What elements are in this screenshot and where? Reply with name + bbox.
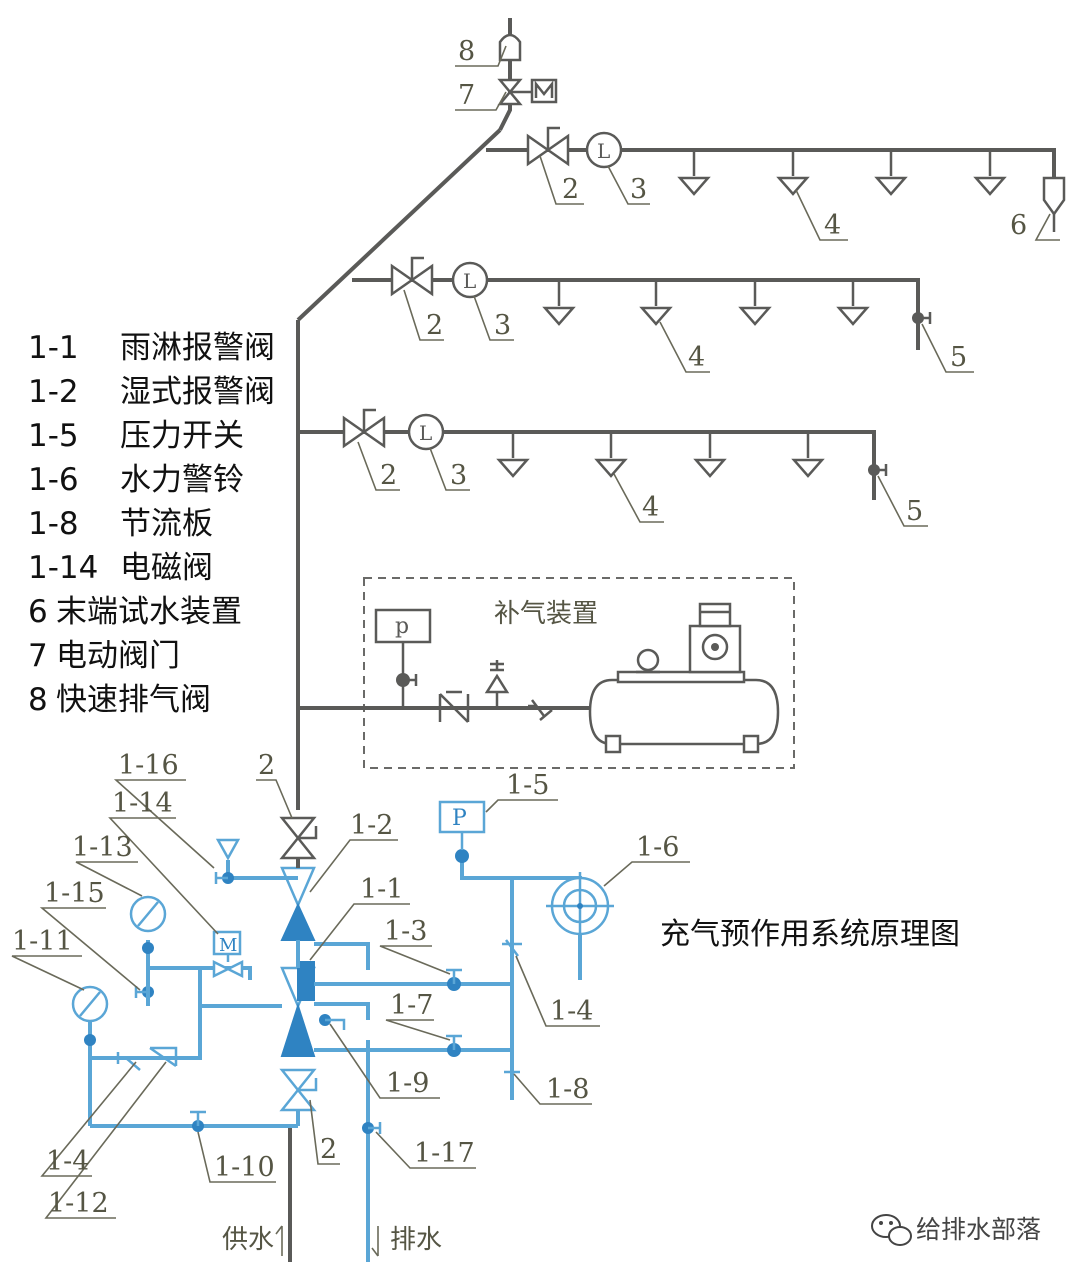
supply-drain-labels: 供水 排水 (222, 1225, 442, 1257)
flow-indicator-letter: L (597, 139, 610, 163)
callout-1-14: 1-14 (112, 788, 173, 819)
callout-3a: 3 (630, 174, 647, 205)
legend-name-9: 快速排气阀 (56, 682, 211, 718)
legend-code-6: 1-14 (28, 550, 98, 586)
legend-code-2: 1-2 (28, 374, 79, 410)
legend-code-9: 8 (28, 682, 48, 718)
legend-name-6: 电磁阀 (120, 550, 213, 586)
legend-code-3: 1-5 (28, 418, 79, 454)
pressure-gauge-letter: p (395, 614, 409, 639)
drain-label: 排水 (390, 1225, 442, 1255)
callout-1-13: 1-13 (72, 832, 133, 863)
legend-code-5: 1-8 (28, 506, 79, 542)
legend-code-8: 7 (28, 638, 48, 674)
callout-2a: 2 (562, 174, 579, 205)
callout-2c: 2 (380, 460, 397, 491)
sprinkler-heads-3 (496, 432, 825, 478)
callout-1-8: 1-8 (546, 1074, 589, 1105)
legend-name-7: 末端试水装置 (56, 594, 242, 630)
branch-pipe-3: L (298, 408, 888, 500)
callout-1-17: 1-17 (414, 1138, 475, 1169)
legend-name-4: 水力警铃 (120, 462, 244, 498)
callout-1-7: 1-7 (390, 990, 433, 1021)
callout-1-5: 1-5 (506, 770, 549, 801)
callout-4c: 4 (642, 492, 659, 523)
callout-2-bottom: 2 (320, 1134, 337, 1165)
callout-2b: 2 (426, 310, 443, 341)
legend-name-2: 湿式报警阀 (120, 374, 275, 410)
watermark-text: 给排水部落 (916, 1215, 1041, 1244)
callout-2-top: 2 (258, 750, 275, 781)
callout-leaders (11, 45, 1060, 1219)
branch-pipe-1: L (486, 126, 1056, 178)
motor-letter: M (219, 935, 237, 956)
callout-6: 6 (1010, 210, 1027, 241)
callout-1-11: 1-11 (12, 926, 73, 957)
watermark: 给排水部落 (871, 1214, 1041, 1246)
callout-4a: 4 (824, 210, 841, 241)
legend-name-1: 雨淋报警阀 (120, 330, 275, 366)
air-supply-label: 补气装置 (494, 599, 598, 629)
flow-indicator-letter-2: L (463, 269, 476, 293)
sprinkler-heads-2 (542, 280, 870, 326)
callout-1-2: 1-2 (350, 810, 393, 841)
callout-3b: 3 (494, 310, 511, 341)
callout-1-3: 1-3 (384, 916, 427, 947)
wechat-icon (871, 1214, 912, 1246)
end-test-device (1042, 176, 1066, 232)
callout-1-15: 1-15 (44, 878, 105, 909)
callout-1-9: 1-9 (386, 1068, 429, 1099)
quick-exhaust-valve (498, 33, 522, 62)
pressure-switch-letter: P (452, 806, 467, 831)
callout-1-4-left: 1-4 (46, 1146, 89, 1177)
callout-5c: 5 (906, 496, 923, 527)
legend-code-1: 1-1 (28, 330, 79, 366)
callout-labels: 8 7 2 3 4 6 2 3 4 5 2 3 4 5 2 1-2 1-1 1-… (12, 36, 1027, 1219)
callout-1-12: 1-12 (48, 1188, 109, 1219)
riser-gate-valve (279, 816, 318, 860)
air-supply-unit: 补气装置 p (298, 577, 795, 769)
legend-name-5: 节流板 (120, 506, 213, 542)
motorized-valve (497, 78, 558, 106)
callout-1-4-right: 1-4 (550, 996, 593, 1027)
callout-4b: 4 (688, 342, 705, 373)
callout-1-1: 1-1 (360, 874, 403, 905)
legend-name-8: 电动阀门 (56, 638, 180, 674)
valve-station: P M (71, 800, 614, 1262)
supply-label: 供水 (222, 1225, 274, 1255)
callout-3c: 3 (450, 460, 467, 491)
callout-1-10: 1-10 (214, 1152, 275, 1183)
callout-5b: 5 (950, 342, 967, 373)
sprinkler-heads-1 (677, 150, 1007, 196)
callout-1-16: 1-16 (118, 750, 179, 781)
legend-code-7: 6 (28, 594, 48, 630)
supply-arrow-icon (275, 1225, 283, 1256)
callout-7: 7 (458, 80, 475, 111)
callout-1-6: 1-6 (636, 832, 679, 863)
diagram-caption: 充气预作用系统原理图 (660, 917, 960, 952)
flow-indicator-letter-3: L (419, 421, 432, 445)
callout-8: 8 (458, 36, 475, 67)
legend-name-3: 压力开关 (120, 418, 244, 454)
branch-pipe-2: L (352, 256, 932, 350)
legend-code-4: 1-6 (28, 462, 79, 498)
drain-arrow-icon (371, 1226, 379, 1257)
legend: 1-1 雨淋报警阀 1-2 湿式报警阀 1-5 压力开关 1-6 水力警铃 1-… (28, 330, 275, 718)
